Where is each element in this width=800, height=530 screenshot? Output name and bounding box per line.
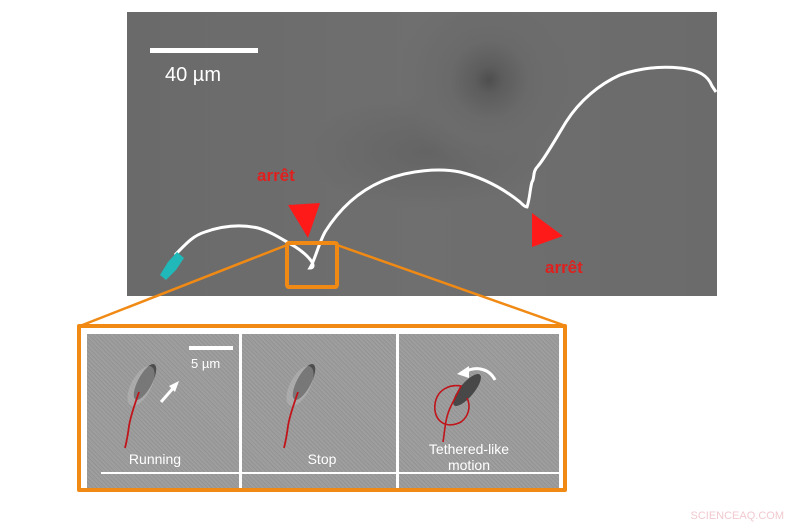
watermark: SCIENCEAQ.COM xyxy=(690,510,784,522)
running-cell-drawing xyxy=(124,364,179,449)
scale-bar-label: 40 µm xyxy=(165,64,221,86)
inset-scale-bar xyxy=(189,346,233,350)
panel-label-tethered-1: Tethered-like xyxy=(428,441,510,457)
panel-label-tethered-2: motion xyxy=(447,457,491,473)
stop-label-1: arrêt xyxy=(257,166,295,185)
panel-label-stop: Stop xyxy=(307,451,337,467)
panel-tethered: Tethered-like motion xyxy=(399,334,559,488)
micrograph-background xyxy=(127,12,717,296)
main-micrograph: 40 µm arrêt arrêt xyxy=(127,12,717,296)
stop-marker-2-icon xyxy=(532,213,563,247)
zoom-region-box xyxy=(285,241,339,289)
zoom-connector-right xyxy=(336,243,567,328)
scale-bar-40um xyxy=(150,48,258,53)
stop-label-2: arrêt xyxy=(545,258,583,277)
tethered-cell-drawing xyxy=(434,366,497,443)
stop-cell-drawing xyxy=(283,364,316,449)
zoom-inset: 5 µm Running Stop Tethered-like motion xyxy=(77,324,567,492)
panel-label-running: Running xyxy=(128,451,182,467)
inset-scale-label: 5 µm xyxy=(191,356,221,371)
panel-running: 5 µm Running xyxy=(87,334,239,488)
zoom-connector-left xyxy=(79,243,288,328)
panel-stop: Stop xyxy=(242,334,396,488)
bacterium-track xyxy=(173,65,718,270)
start-marker-icon xyxy=(160,252,184,280)
stop-marker-1-icon xyxy=(288,203,320,238)
